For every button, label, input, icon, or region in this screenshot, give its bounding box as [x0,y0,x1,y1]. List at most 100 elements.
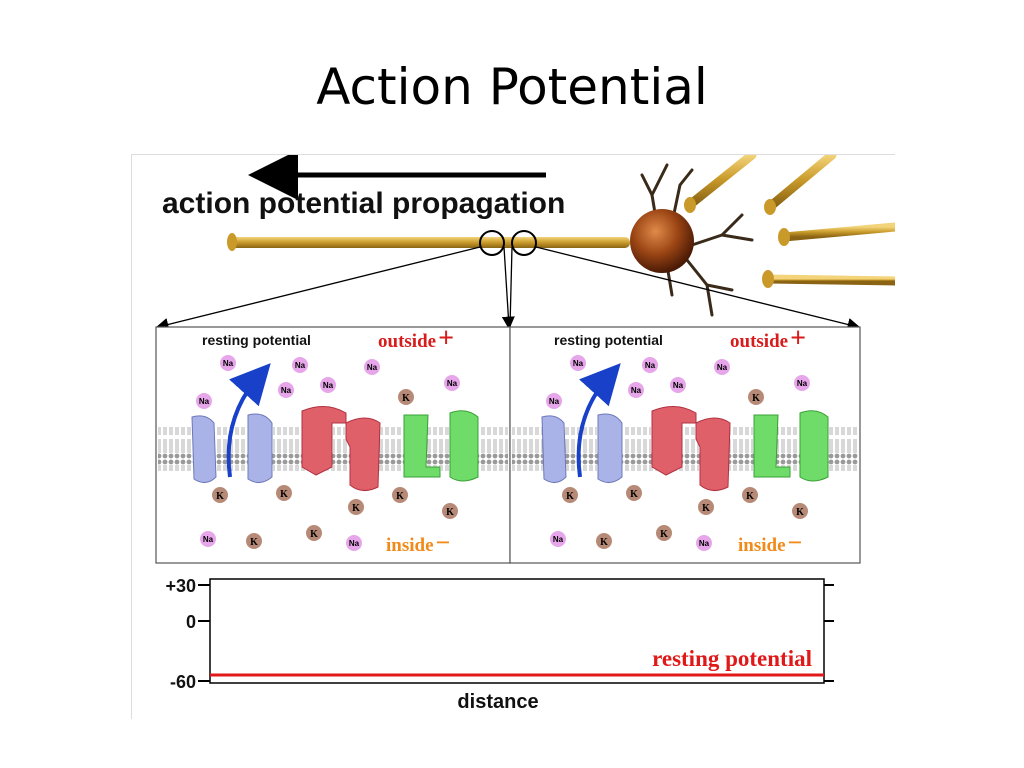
svg-text:K: K [216,491,224,502]
sodium-ion: Na [278,382,294,398]
svg-text:K: K [446,507,454,518]
svg-text:Na: Na [447,379,458,388]
svg-text:K: K [396,491,404,502]
sodium-flow-arrow [226,363,271,478]
svg-text:Na: Na [631,386,642,395]
potassium-ion: K [398,389,414,405]
potassium-ion: K [562,487,578,503]
sodium-ion: Na [714,359,730,375]
resting-potential-label: resting potential [202,332,311,348]
sodium-ion: Na [696,535,712,551]
svg-text:Na: Na [797,379,808,388]
sodium-ion: Na [320,377,336,393]
inside-label: inside− [738,528,802,557]
svg-text:K: K [746,491,754,502]
cell-body [630,209,694,273]
sodium-ion: Na [546,393,562,409]
svg-text:K: K [660,529,668,540]
svg-text:Na: Na [203,535,214,544]
potassium-ion: K [626,485,642,501]
sodium-potassium-pump [301,406,381,491]
potassium-ion: K [348,499,364,515]
svg-text:Na: Na [367,363,378,372]
x-axis-label: distance [457,691,538,713]
figure-canvas: action potential propagation [155,155,895,713]
sodium-ion: Na [628,382,644,398]
sodium-ion: Na [670,377,686,393]
svg-text:K: K [566,491,574,502]
potassium-ion: K [212,487,228,503]
zoom-circle-left [479,230,505,256]
svg-text:Na: Na [349,539,360,548]
zoom-lines [155,246,861,331]
svg-text:Na: Na [645,361,656,370]
svg-text:K: K [702,503,710,514]
sodium-flow-arrow [576,363,621,478]
sodium-ion: Na [570,355,586,371]
inside-label: inside− [386,528,450,557]
sodium-ion: Na [642,357,658,373]
resting-potential-line-label: resting potential [652,646,812,671]
resting-potential-label: resting potential [554,332,663,348]
svg-text:K: K [280,489,288,500]
sodium-ion: Na [794,375,810,391]
sodium-channel [541,413,623,483]
propagation-label: action potential propagation [162,187,565,220]
input-axons [684,155,895,288]
potassium-ion: K [246,533,262,549]
potassium-ion: K [748,389,764,405]
svg-text:K: K [310,529,318,540]
sodium-ion: Na [550,531,566,547]
svg-text:K: K [250,537,258,548]
potassium-ion: K [276,485,292,501]
svg-text:Na: Na [281,386,292,395]
potassium-ion: K [392,487,408,503]
svg-text:K: K [796,507,804,518]
svg-text:Na: Na [295,361,306,370]
svg-text:Na: Na [199,397,210,406]
y-tick-label: -60 [170,672,196,692]
svg-text:Na: Na [699,539,710,548]
sodium-ion: Na [200,531,216,547]
potassium-channel [403,410,479,482]
svg-text:K: K [752,393,760,404]
sodium-ion: Na [196,393,212,409]
svg-text:Na: Na [553,535,564,544]
sodium-ion: Na [220,355,236,371]
sodium-ion: Na [444,375,460,391]
svg-text:K: K [630,489,638,500]
svg-text:K: K [352,503,360,514]
y-tick-label: 0 [186,612,196,632]
sodium-potassium-pump [651,406,731,491]
potassium-ion: K [698,499,714,515]
svg-text:Na: Na [573,359,584,368]
sodium-channel [191,413,273,483]
slide-title: Action Potential [316,58,708,116]
membrane-potential-graph: +30 0 -60 resting potential distance [165,576,834,713]
sodium-ion: Na [364,359,380,375]
svg-text:Na: Na [717,363,728,372]
y-tick-label: +30 [165,576,196,596]
svg-text:Na: Na [323,381,334,390]
axon [227,233,630,251]
graph-frame [209,578,825,684]
potassium-ion: K [442,503,458,519]
sodium-ion: Na [346,535,362,551]
potassium-channel [753,410,829,482]
zoom-circle-right [511,230,537,256]
potassium-ion: K [742,487,758,503]
y-axis-ticks [198,584,834,682]
outside-label: outside+ [378,323,454,354]
membrane-panel-left: resting potential outside+ inside− Na Na… [155,323,511,564]
potassium-ion: K [596,533,612,549]
action-potential-figure: action potential propagation [131,154,895,719]
svg-text:Na: Na [549,397,560,406]
potassium-ion: K [656,525,672,541]
membrane-panel-right: resting potential outside+ inside− Na Na… [509,323,861,564]
sodium-ion: Na [292,357,308,373]
svg-text:K: K [600,537,608,548]
svg-text:K: K [402,393,410,404]
potassium-ion: K [306,525,322,541]
svg-text:Na: Na [673,381,684,390]
outside-label: outside+ [730,323,806,354]
